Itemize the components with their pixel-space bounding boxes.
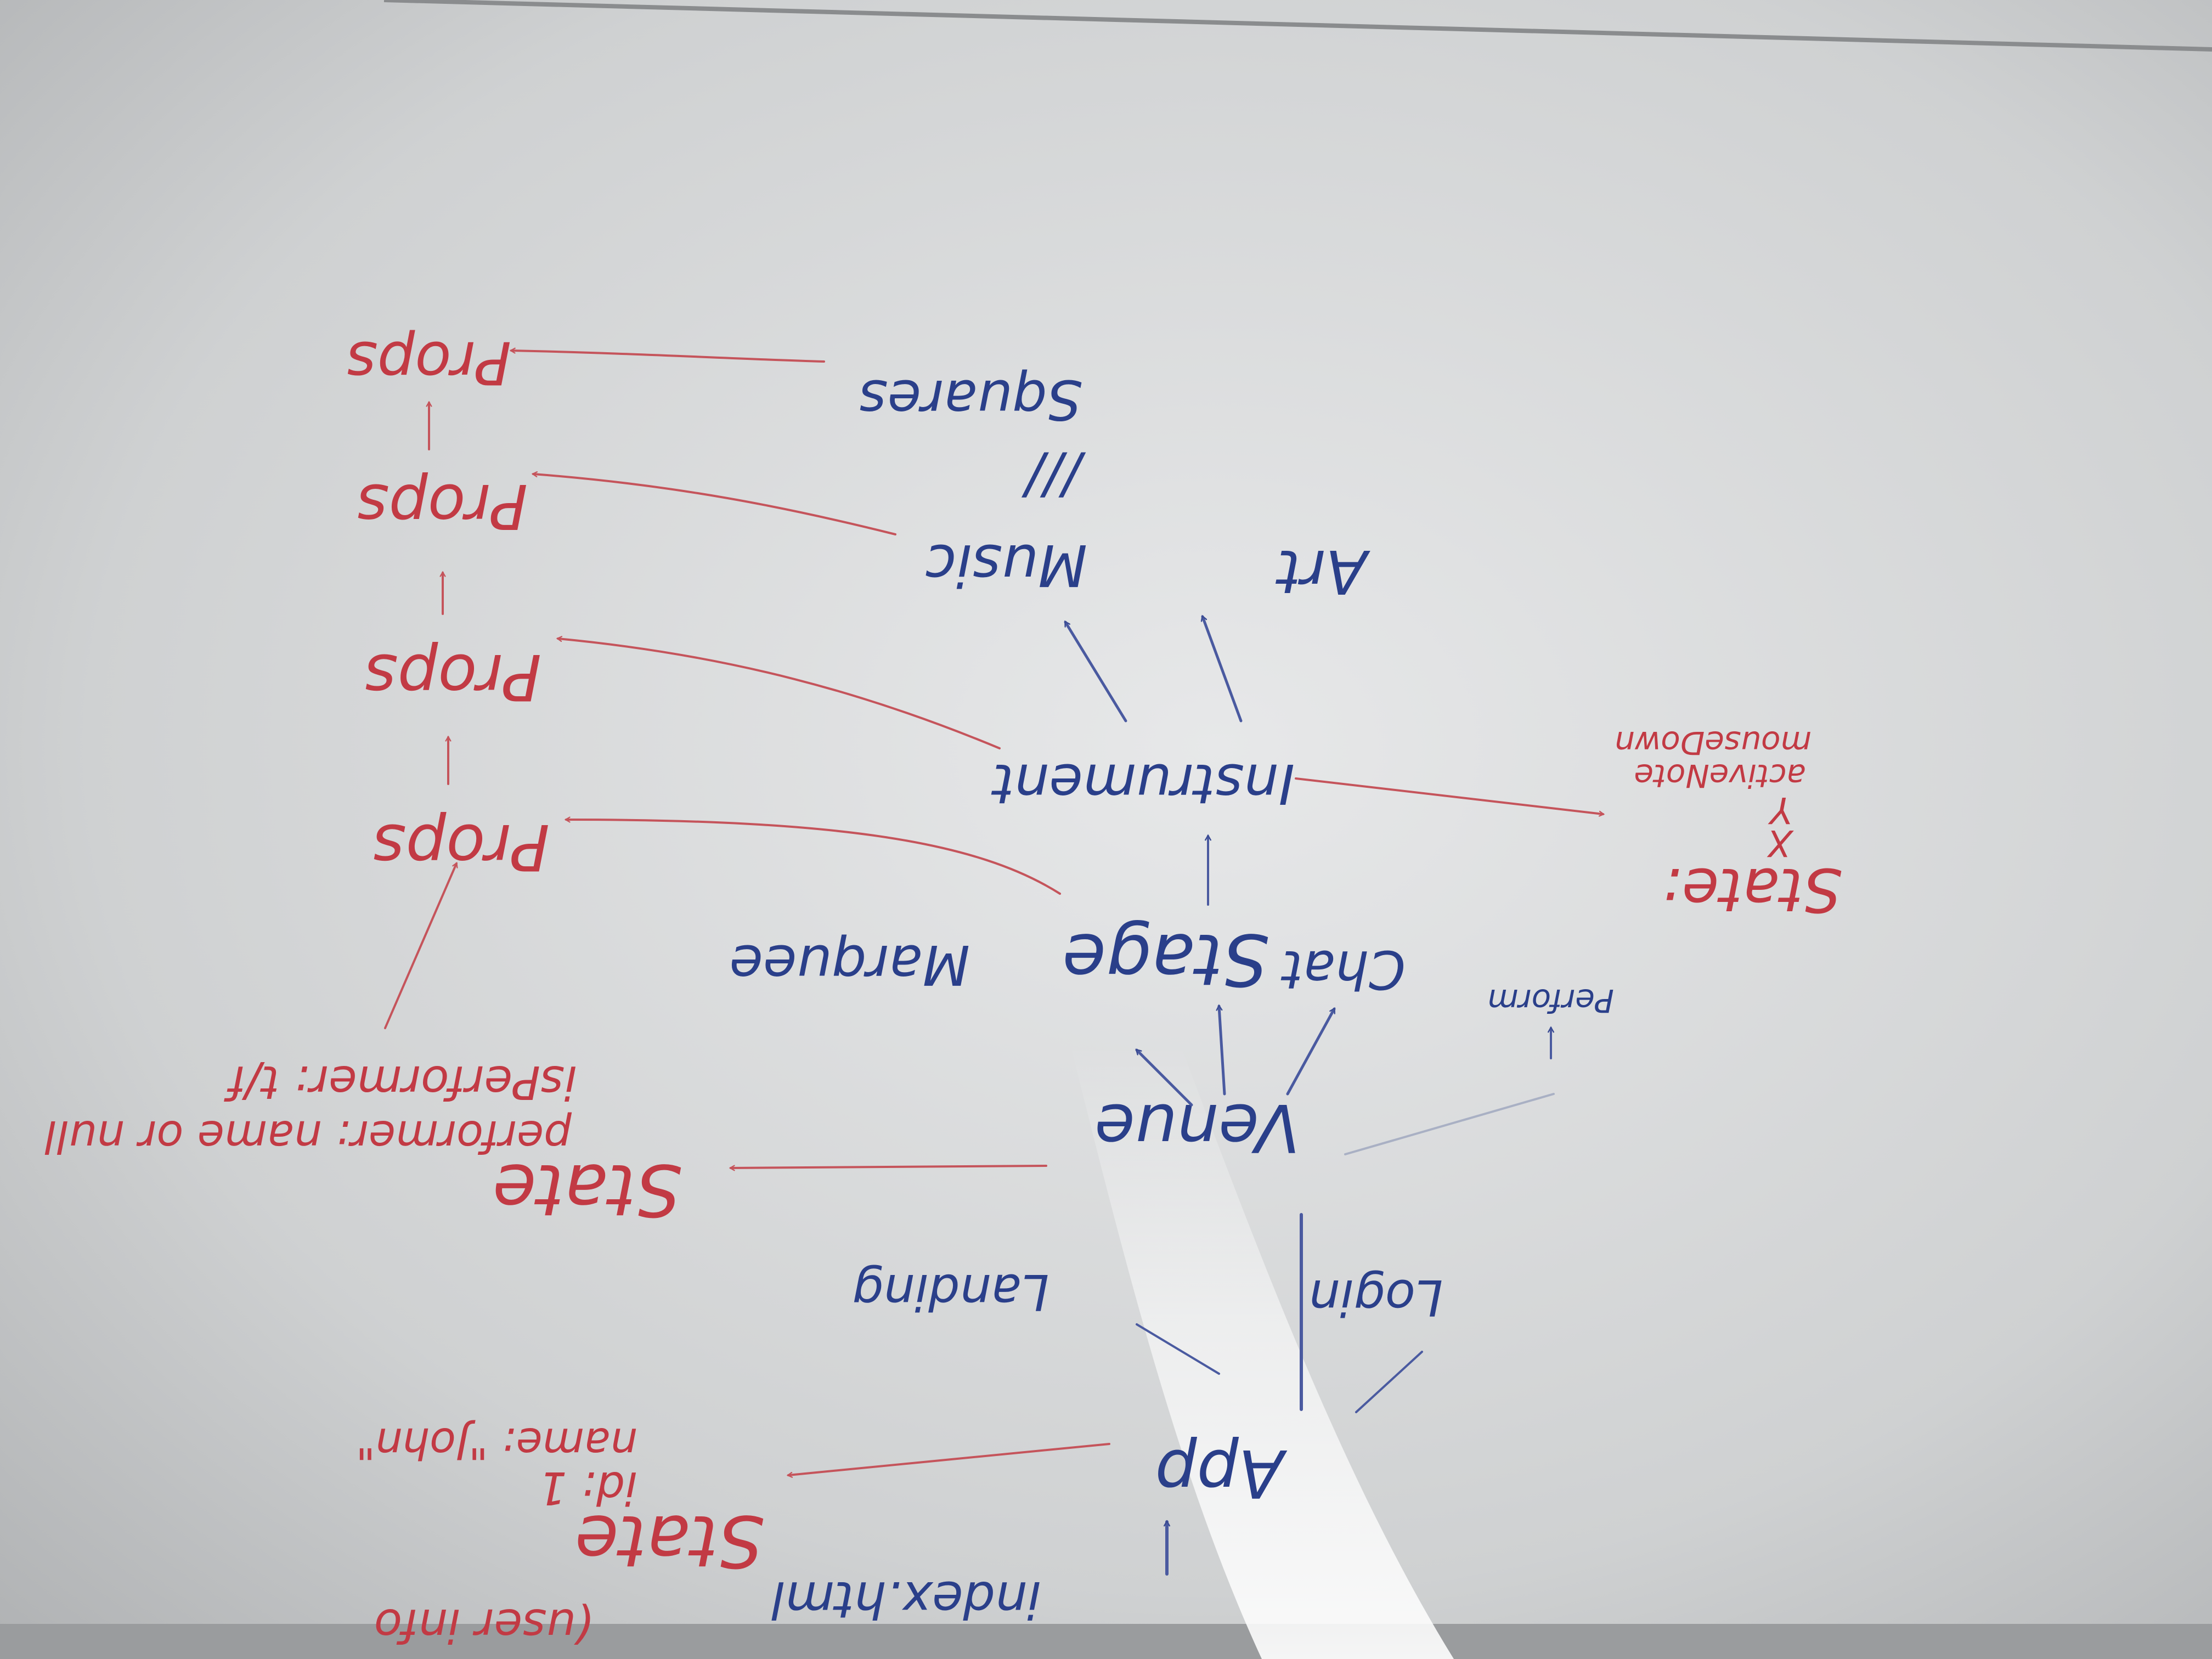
node-instrument: Instrument [991,752,1295,816]
node-squares: Squares [859,368,1082,432]
node-music-squares-marks: /// [1022,444,1086,509]
app-state-line-id: id: 1 [538,1462,637,1514]
venue-state-line-isperformer: isPerformer: t/f [223,1056,577,1109]
edge-instrument-to-props [558,639,1001,749]
venue-state-heading: State [493,1148,681,1232]
edge-venue-to-marquee [1286,1009,1336,1096]
venue-state-line-performer: performer: name or null [44,1111,572,1162]
node-music: Music [925,532,1087,599]
node-stage: Stage [1062,918,1268,1001]
instrument-state-y: Y [1768,789,1792,831]
node-perform: Perform [1487,982,1614,1019]
app-state-heading: State [575,1499,764,1583]
edge-instrument-to-music [1064,622,1127,723]
edge-stage-to-props [566,820,1061,895]
props-label-4: Props [347,328,511,397]
edge-instrument-to-art [1203,617,1243,723]
edge-isperformer-to-props [384,864,456,1029]
app-state-line-name: name: "John" [356,1418,637,1468]
node-venue: Venue [1094,1089,1300,1165]
edge-venue-to-stage [1219,1006,1226,1096]
node-app: App [1155,1435,1288,1511]
board-bottom-frame [0,1624,2212,1659]
props-label-1: Props [373,810,550,884]
props-label-2: Props [364,640,541,714]
instrument-state-x: X [1767,822,1794,864]
edge-app-to-login [1136,1323,1220,1375]
edge-venue-to-state [731,1165,1047,1168]
node-art: Art [1276,537,1370,607]
edge-venue-to-perform-faint [1344,1093,1555,1155]
instrument-state-activenote: activeNote [1634,757,1806,794]
edge-app-to-state [788,1443,1110,1475]
instrument-state-mousedown: mouseDown [1615,724,1812,761]
node-login: Login [1309,1268,1443,1326]
node-chat: Chat [1280,939,1406,1000]
props-label-3: Props [357,470,528,541]
edge-squares-to-props [511,351,825,363]
edge-venue-to-chat [1137,1050,1193,1107]
glare-streak [1070,1042,1454,1659]
node-marquee: Marquee [729,933,970,997]
node-landing: Landing [852,1263,1049,1321]
app-state-aside: (user info [374,1599,594,1652]
instrument-state-heading: State: [1662,855,1842,925]
edge-instrument-to-state [1295,777,1603,814]
node-index-html: index.html [771,1570,1041,1629]
edge-music-to-props [533,474,896,535]
edge-app-to-landing [1355,1351,1423,1413]
diagram-rotated: index.html App Login Landing Venue Chat … [44,328,1842,1652]
board-top-edge [383,0,2212,52]
